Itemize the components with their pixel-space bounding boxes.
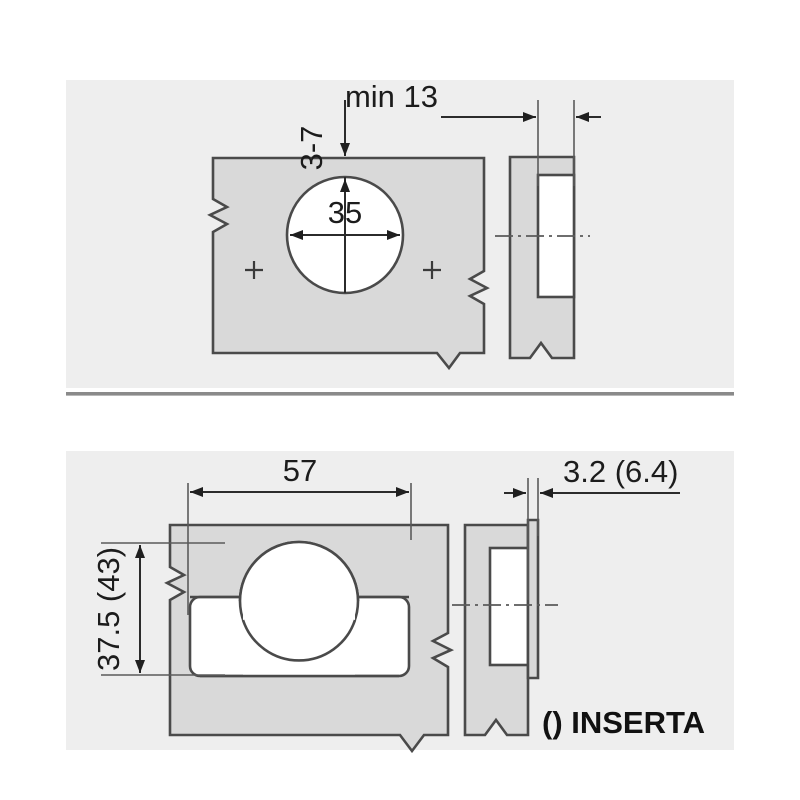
top-drawing-panel [66, 80, 734, 388]
bottom-drawing-panel [66, 451, 734, 750]
panel-divider [66, 392, 734, 396]
